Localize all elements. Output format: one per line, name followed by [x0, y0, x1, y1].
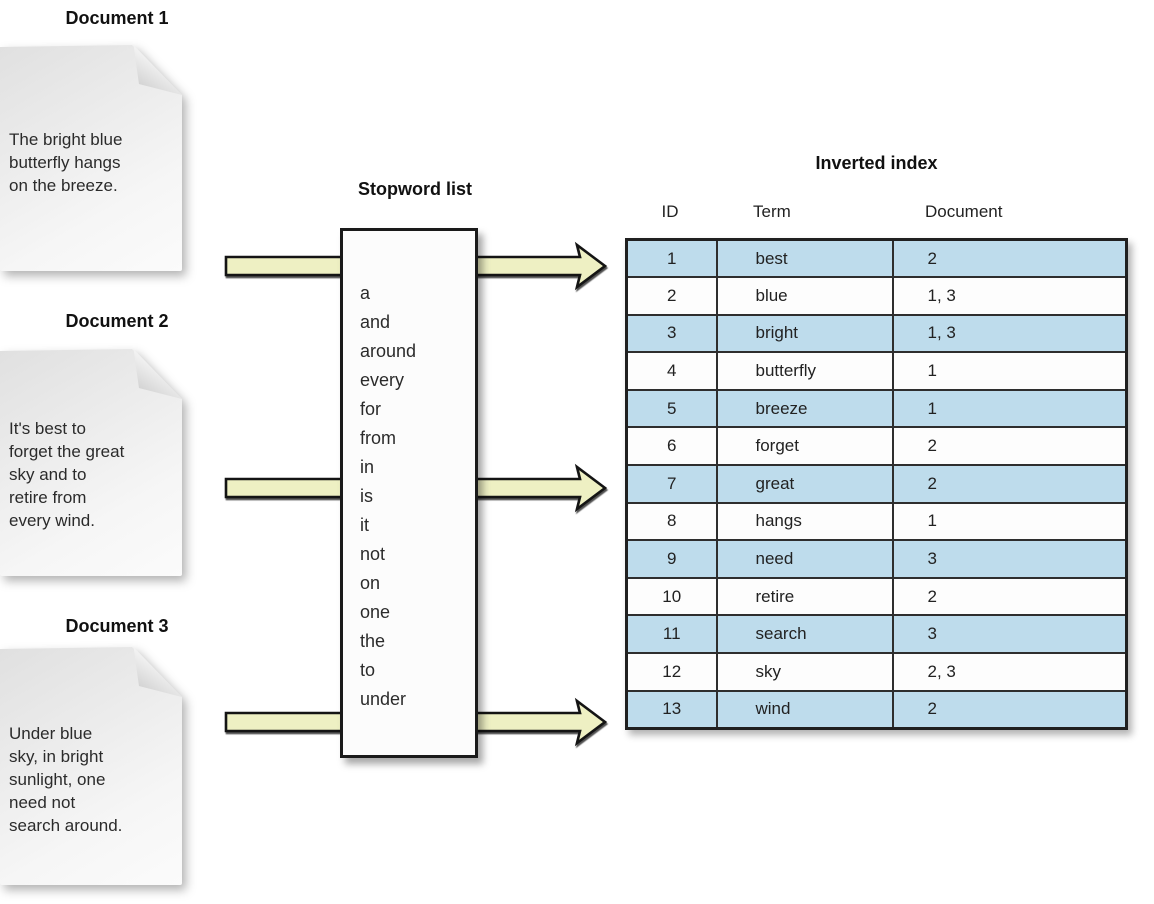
document-2-page: It's best to forget the great sky and to…	[0, 349, 182, 576]
cell-document: 2	[891, 689, 1128, 730]
column-header-id: ID	[661, 202, 679, 221]
cell-document: 1	[891, 501, 1128, 542]
cell-term: breeze	[715, 388, 894, 429]
cell-document: 1, 3	[891, 313, 1128, 354]
document-3-page: Under blue sky, in bright sunlight, one …	[0, 647, 182, 885]
document-3-label: Document 3	[65, 616, 169, 636]
cell-id: 9	[625, 539, 718, 579]
cell-term: forget	[715, 426, 894, 467]
column-header-document: Document	[925, 202, 1003, 221]
cell-term: blue	[715, 276, 894, 316]
cell-document: 2	[891, 464, 1128, 504]
stopword-list-box: a and around every for from in is it not…	[340, 228, 478, 758]
cell-id: 10	[625, 576, 718, 617]
cell-id: 8	[625, 501, 718, 542]
stopword-list-title: Stopword list	[358, 179, 472, 199]
document-3-text: Under blue sky, in bright sunlight, one …	[9, 724, 123, 835]
cell-id: 1	[625, 238, 718, 279]
cell-term: wind	[715, 689, 894, 730]
cell-term: great	[715, 464, 894, 504]
cell-id: 7	[625, 464, 718, 504]
cell-term: sky	[715, 652, 894, 692]
cell-document: 2	[891, 576, 1128, 617]
cell-term: search	[715, 614, 894, 655]
cell-term: bright	[715, 313, 894, 354]
cell-id: 6	[625, 426, 718, 467]
cell-id: 12	[625, 652, 718, 692]
document-2-text: It's best to forget the great sky and to…	[9, 419, 125, 530]
cell-document: 2	[891, 238, 1128, 279]
document-1-page: The bright blue butterfly hangs on the b…	[0, 45, 182, 271]
cell-document: 3	[891, 539, 1128, 579]
column-header-term: Term	[753, 202, 791, 221]
cell-document: 1	[891, 351, 1128, 391]
cell-id: 5	[625, 388, 718, 429]
cell-document: 2	[891, 426, 1128, 467]
cell-id: 3	[625, 313, 718, 354]
document-1-text: The bright blue butterfly hangs on the b…	[9, 130, 123, 195]
document-1-label: Document 1	[65, 8, 169, 28]
cell-term: hangs	[715, 501, 894, 542]
cell-id: 11	[625, 614, 718, 655]
cell-document: 2, 3	[891, 652, 1128, 692]
cell-term: butterfly	[715, 351, 894, 391]
cell-document: 1	[891, 388, 1128, 429]
cell-document: 3	[891, 614, 1128, 655]
cell-term: need	[715, 539, 894, 579]
cell-term: best	[715, 238, 894, 279]
cell-id: 4	[625, 351, 718, 391]
cell-document: 1, 3	[891, 276, 1128, 316]
cell-term: retire	[715, 576, 894, 617]
inverted-index-title: Inverted index	[815, 153, 938, 173]
cell-id: 2	[625, 276, 718, 316]
cell-id: 13	[625, 689, 718, 730]
document-2-label: Document 2	[65, 311, 169, 331]
